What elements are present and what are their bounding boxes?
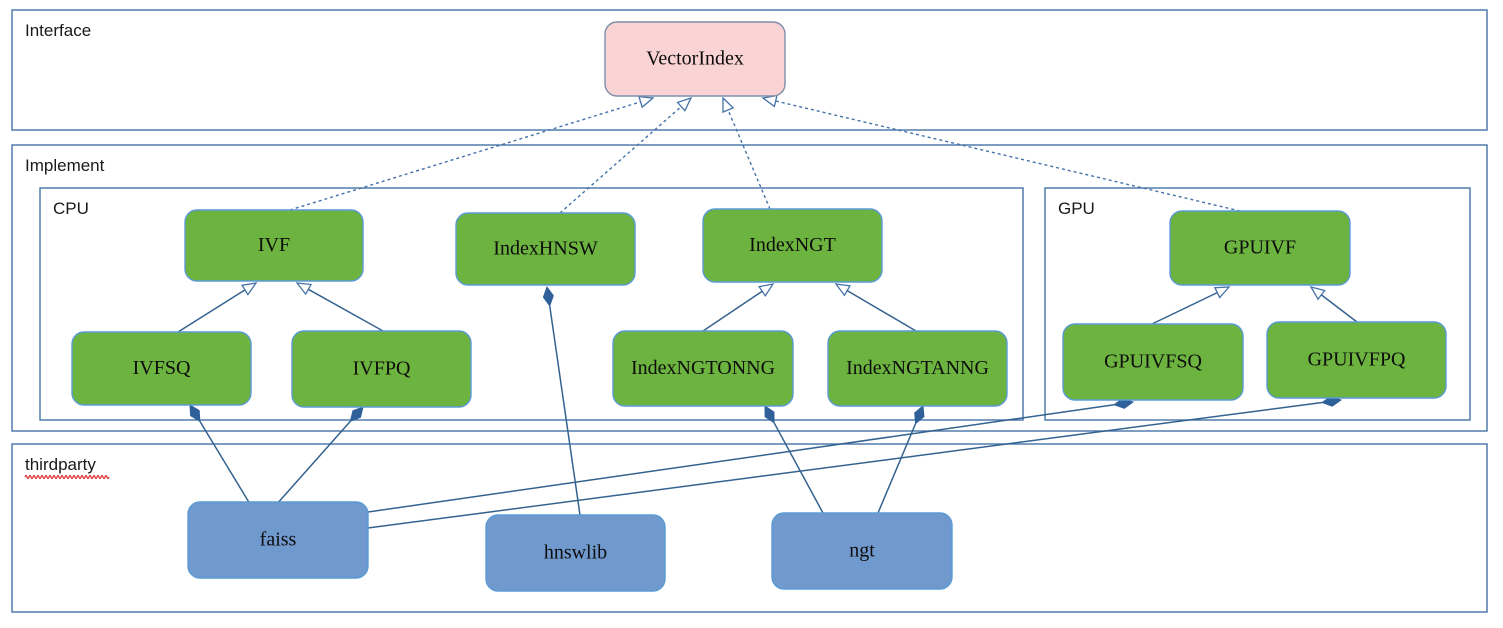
edge-realization-IndexHNSW-to-VectorIndex (559, 106, 682, 214)
node-box-IndexNGTONNG[interactable] (612, 330, 794, 407)
node-label-hnswlib: hnswlib (544, 542, 607, 564)
node-box-IVFSQ[interactable] (71, 331, 252, 406)
container-interface: Interface (11, 9, 1488, 131)
edge-composition-faiss-to-IVFPQ (275, 420, 351, 506)
arrowhead-IndexNGTONNG-IndexNGT (758, 283, 775, 297)
node-GPUIVFPQ[interactable]: GPUIVFPQ (1266, 321, 1447, 399)
node-box-GPUIVF[interactable] (1169, 210, 1351, 286)
node-hnswlib[interactable]: hnswlib (485, 514, 666, 592)
edge-composition-faiss-to-IVFSQ (199, 420, 251, 505)
edge-inheritance-IndexNGTANNG-to-IndexNGT (846, 289, 917, 332)
edge-composition-hnswlib-to-IndexHNSW (548, 305, 581, 516)
container-cpu: CPU (39, 187, 1024, 421)
node-box-IVF[interactable] (184, 209, 364, 282)
container-label-cpu: CPU (53, 199, 89, 218)
node-box-hnswlib[interactable] (485, 514, 666, 592)
node-label-faiss: faiss (260, 529, 297, 551)
arrowhead-GPUIVFPQ-GPUIVF (1309, 285, 1326, 301)
node-IndexHNSW[interactable]: IndexHNSW (455, 212, 636, 286)
edge-realization-IndexNGT-to-VectorIndex (727, 109, 771, 210)
node-box-VectorIndex[interactable] (604, 21, 786, 97)
node-box-ngt[interactable] (771, 512, 953, 590)
node-GPUIVF[interactable]: GPUIVF (1169, 210, 1351, 286)
edge-composition-ngt-to-IndexNGTANNG (877, 423, 917, 514)
node-VectorIndex[interactable]: VectorIndex (604, 21, 786, 97)
node-label-IndexHNSW: IndexHNSW (493, 238, 598, 260)
edges-layer (177, 94, 1358, 529)
node-box-IndexNGT[interactable] (702, 208, 883, 283)
container-implement: Implement (11, 144, 1488, 432)
node-faiss[interactable]: faiss (187, 501, 369, 579)
container-label-thirdparty: thirdparty (25, 455, 96, 474)
spellcheck-underline-thirdparty (24, 474, 110, 480)
node-IndexNGTONNG[interactable]: IndexNGTONNG (612, 330, 794, 407)
container-border-thirdparty (11, 443, 1488, 613)
node-label-IndexNGTONNG: IndexNGTONNG (631, 357, 775, 379)
edge-inheritance-IVFPQ-to-IVF (307, 288, 384, 332)
edge-realization-GPUIVF-to-VectorIndex (775, 100, 1241, 212)
node-label-VectorIndex: VectorIndex (646, 48, 744, 70)
node-IVF[interactable]: IVF (184, 209, 364, 282)
arrowhead-IndexHNSW-VectorIndex (676, 96, 693, 112)
node-box-IndexHNSW[interactable] (455, 212, 636, 286)
node-label-IndexNGTANNG: IndexNGTANNG (846, 357, 989, 379)
edge-realization-IVF-to-VectorIndex (289, 101, 641, 211)
node-label-GPUIVF: GPUIVF (1224, 237, 1296, 259)
arrowhead-GPUIVF-VectorIndex (761, 94, 778, 108)
arrowhead-IndexNGTANNG-IndexNGT (834, 283, 852, 297)
arrowhead-IVFPQ-IVF (295, 282, 313, 296)
container-border-implement (11, 144, 1488, 432)
container-label-interface: Interface (25, 21, 91, 40)
arrowhead-IndexNGT-VectorIndex (722, 96, 735, 114)
node-ngt[interactable]: ngt (771, 512, 953, 590)
arrowhead-GPUIVFSQ-GPUIVF (1213, 286, 1231, 299)
edge-inheritance-IVFSQ-to-IVF (177, 289, 246, 333)
node-IVFPQ[interactable]: IVFPQ (291, 330, 472, 408)
node-box-GPUIVFPQ[interactable] (1266, 321, 1447, 399)
container-gpu: GPU (1044, 187, 1471, 421)
edge-composition-ngt-to-IndexNGTONNG (773, 422, 824, 514)
node-IVFSQ[interactable]: IVFSQ (71, 331, 252, 406)
container-border-interface (11, 9, 1488, 131)
node-box-IndexNGTANNG[interactable] (827, 330, 1008, 407)
node-IndexNGT[interactable]: IndexNGT (702, 208, 883, 283)
edge-composition-faiss-to-GPUIVFSQ (367, 403, 1115, 513)
arrowhead-IVF-VectorIndex (638, 95, 655, 109)
node-GPUIVFSQ[interactable]: GPUIVFSQ (1062, 323, 1244, 401)
composition-diamond-faiss-IVFSQ (189, 404, 201, 423)
node-box-GPUIVFSQ[interactable] (1062, 323, 1244, 401)
node-label-IndexNGT: IndexNGT (749, 234, 836, 256)
node-label-IVF: IVF (258, 234, 290, 256)
decorations-layer (24, 474, 110, 480)
node-IndexNGTANNG[interactable]: IndexNGTANNG (827, 330, 1008, 407)
container-border-cpu (39, 187, 1024, 421)
arrowhead-IVFSQ-IVF (240, 282, 258, 296)
edge-inheritance-IndexNGTONNG-to-IndexNGT (702, 290, 763, 332)
node-label-IVFSQ: IVFSQ (133, 357, 191, 379)
node-label-IVFPQ: IVFPQ (353, 358, 411, 380)
node-box-faiss[interactable] (187, 501, 369, 579)
node-label-ngt: ngt (849, 540, 875, 562)
composition-diamond-ngt-IndexNGTANNG (914, 405, 925, 425)
container-thirdparty: thirdparty (11, 443, 1488, 613)
container-label-gpu: GPU (1058, 199, 1095, 218)
edge-composition-faiss-to-GPUIVFPQ (367, 401, 1323, 529)
node-box-IVFPQ[interactable] (291, 330, 472, 408)
composition-diamond-faiss-IVFPQ (349, 406, 364, 423)
edge-inheritance-GPUIVFPQ-to-GPUIVF (1320, 294, 1358, 323)
composition-diamond-hnswlib-IndexHNSW (542, 285, 554, 307)
node-label-GPUIVFSQ: GPUIVFSQ (1104, 351, 1202, 373)
container-border-gpu (1044, 187, 1471, 421)
node-label-GPUIVFPQ: GPUIVFPQ (1308, 349, 1406, 371)
container-label-implement: Implement (25, 156, 105, 175)
edge-inheritance-GPUIVFSQ-to-GPUIVF (1151, 291, 1218, 325)
